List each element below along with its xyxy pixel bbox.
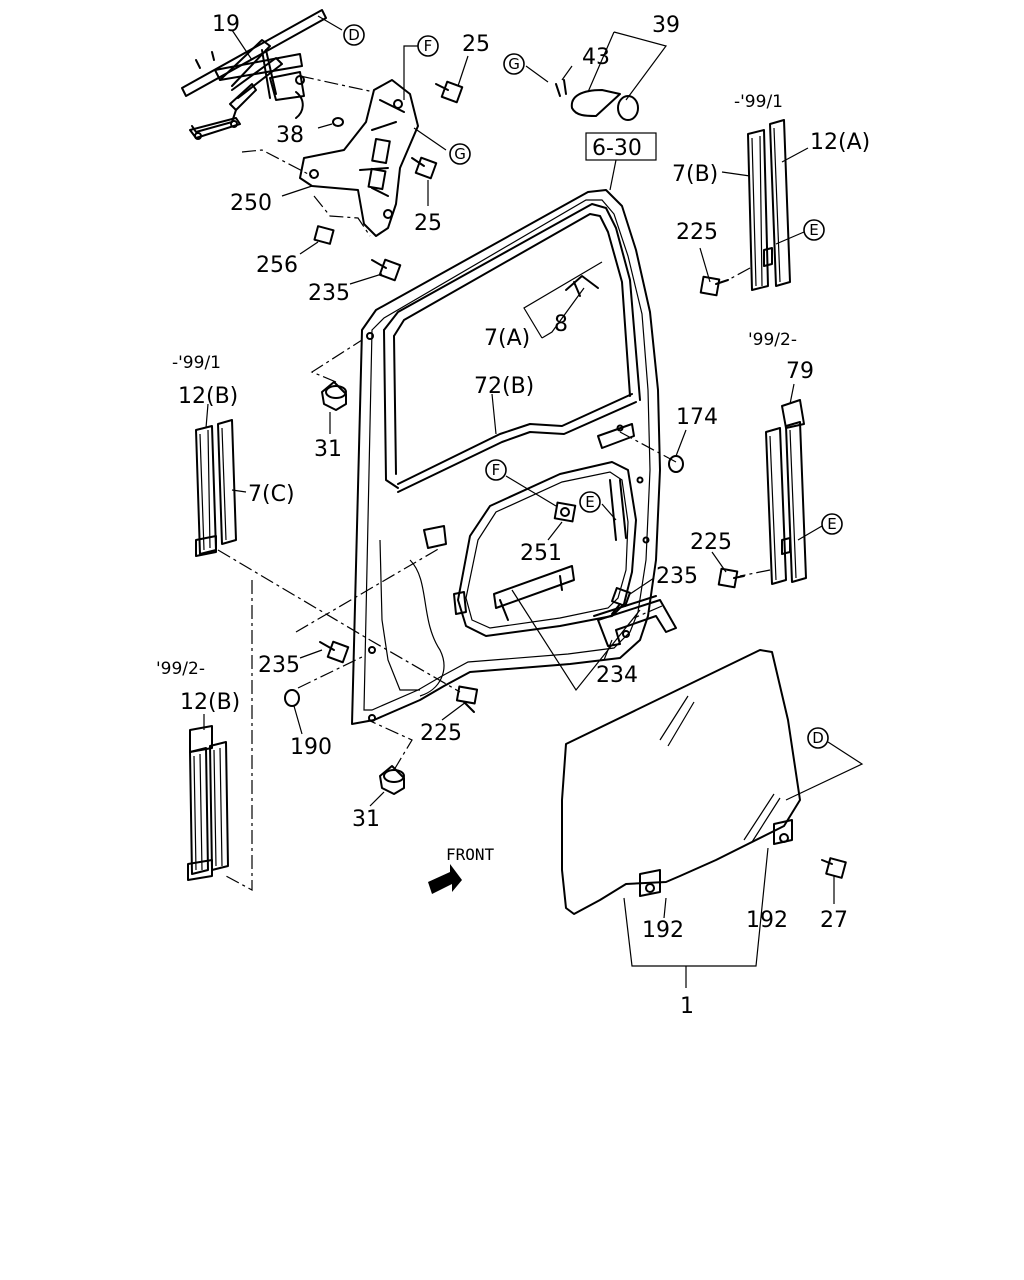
callout-g-left <box>503 53 525 75</box>
label-225-lower: 225 <box>420 721 462 746</box>
cushion-31-lower <box>379 765 405 795</box>
cushion-31-upper <box>321 381 347 411</box>
label-12a: 12(A) <box>810 130 870 155</box>
svg-text:G: G <box>454 145 466 163</box>
label-235-upper: 235 <box>308 281 350 306</box>
label-250: 250 <box>230 191 272 216</box>
nut-251 <box>553 501 577 523</box>
nut-256 <box>313 225 335 245</box>
leader-lines <box>203 15 864 988</box>
label-79: 79 <box>786 359 814 384</box>
label-38: 38 <box>276 123 304 148</box>
callout-e-top-right <box>803 219 825 241</box>
window-regulator <box>181 9 327 140</box>
period-top-right: -'99/1 <box>734 92 783 112</box>
svg-text:E: E <box>585 493 594 511</box>
label-192-left: 192 <box>642 918 684 943</box>
label-234: 234 <box>596 663 638 688</box>
label-12b-upper: 12(B) <box>178 384 238 409</box>
label-7c: 7(C) <box>248 482 295 507</box>
bolt-235-upper <box>371 258 402 282</box>
handle-lever-39 <box>555 79 639 121</box>
label-39: 39 <box>652 13 680 38</box>
door-glass <box>561 649 801 915</box>
label-256: 256 <box>256 253 298 278</box>
part-number-labels: 19 25 38 250 25 256 235 39 43 6-30 -'99/… <box>156 12 870 1019</box>
label-190: 190 <box>290 735 332 760</box>
period-mid-right: '99/2- <box>748 330 797 350</box>
label-225-upper: 225 <box>676 220 718 245</box>
label-31-lower: 31 <box>352 807 380 832</box>
front-label: FRONT <box>446 845 495 864</box>
label-7a: 7(A) <box>484 326 530 351</box>
label-25-upper: 25 <box>462 32 490 57</box>
front-arrow <box>428 864 462 894</box>
plug-174 <box>668 455 684 473</box>
channel-12b-upper <box>195 425 217 557</box>
label-43: 43 <box>582 45 610 70</box>
label-25-lower: 25 <box>414 211 442 236</box>
label-225-right: 225 <box>690 530 732 555</box>
svg-text:E: E <box>809 221 818 239</box>
regulator-bracket <box>299 79 419 237</box>
period-left-top: -'99/1 <box>172 353 221 373</box>
label-19: 19 <box>212 12 240 37</box>
channel-12b-lower <box>187 725 229 881</box>
bolt-235-right <box>611 587 631 615</box>
svg-text:F: F <box>424 37 433 55</box>
label-251: 251 <box>520 541 562 566</box>
callout-e-center <box>579 491 601 513</box>
bolt-225-upper <box>699 275 729 297</box>
label-7b: 7(B) <box>672 162 718 187</box>
label-72b: 72(B) <box>474 374 534 399</box>
callout-d-top <box>343 24 365 46</box>
washer-38 <box>332 117 344 127</box>
callout-f-center <box>485 459 507 481</box>
svg-text:D: D <box>348 26 360 44</box>
callout-f-top <box>417 35 439 57</box>
bolt-25-upper <box>435 80 464 104</box>
label-31-upper: 31 <box>314 437 342 462</box>
label-1: 1 <box>680 994 694 1019</box>
label-27: 27 <box>820 908 848 933</box>
glass-run-7b <box>747 129 769 291</box>
glass-run-7c <box>217 419 237 545</box>
bolt-225-right <box>717 567 745 589</box>
callout-g-right <box>449 143 471 165</box>
label-6-30: 6-30 <box>592 136 642 161</box>
callout-circles: D F G G E F E E D <box>343 24 843 749</box>
bolt-27 <box>821 857 847 879</box>
bolt-25-lower <box>411 156 438 180</box>
callout-d-right <box>807 727 829 749</box>
svg-text:G: G <box>508 55 520 73</box>
callout-e-mid-right <box>821 513 843 535</box>
label-174: 174 <box>676 405 718 430</box>
label-235-left: 235 <box>258 653 300 678</box>
channel-12a <box>763 119 791 287</box>
svg-text:F: F <box>492 461 501 479</box>
phantom-lines <box>217 75 771 892</box>
ref-box-6-30 <box>585 132 657 161</box>
channel-79 <box>765 399 807 585</box>
label-8: 8 <box>554 312 568 337</box>
svg-text:E: E <box>827 515 836 533</box>
svg-text:D: D <box>812 729 824 747</box>
bolt-225-lower <box>455 685 479 713</box>
label-12b-lower: 12(B) <box>180 690 240 715</box>
period-left-bottom: '99/2- <box>156 659 205 679</box>
label-235-right: 235 <box>656 564 698 589</box>
plug-190 <box>284 689 300 707</box>
label-192-right: 192 <box>746 908 788 933</box>
bolt-235-left <box>319 640 350 664</box>
